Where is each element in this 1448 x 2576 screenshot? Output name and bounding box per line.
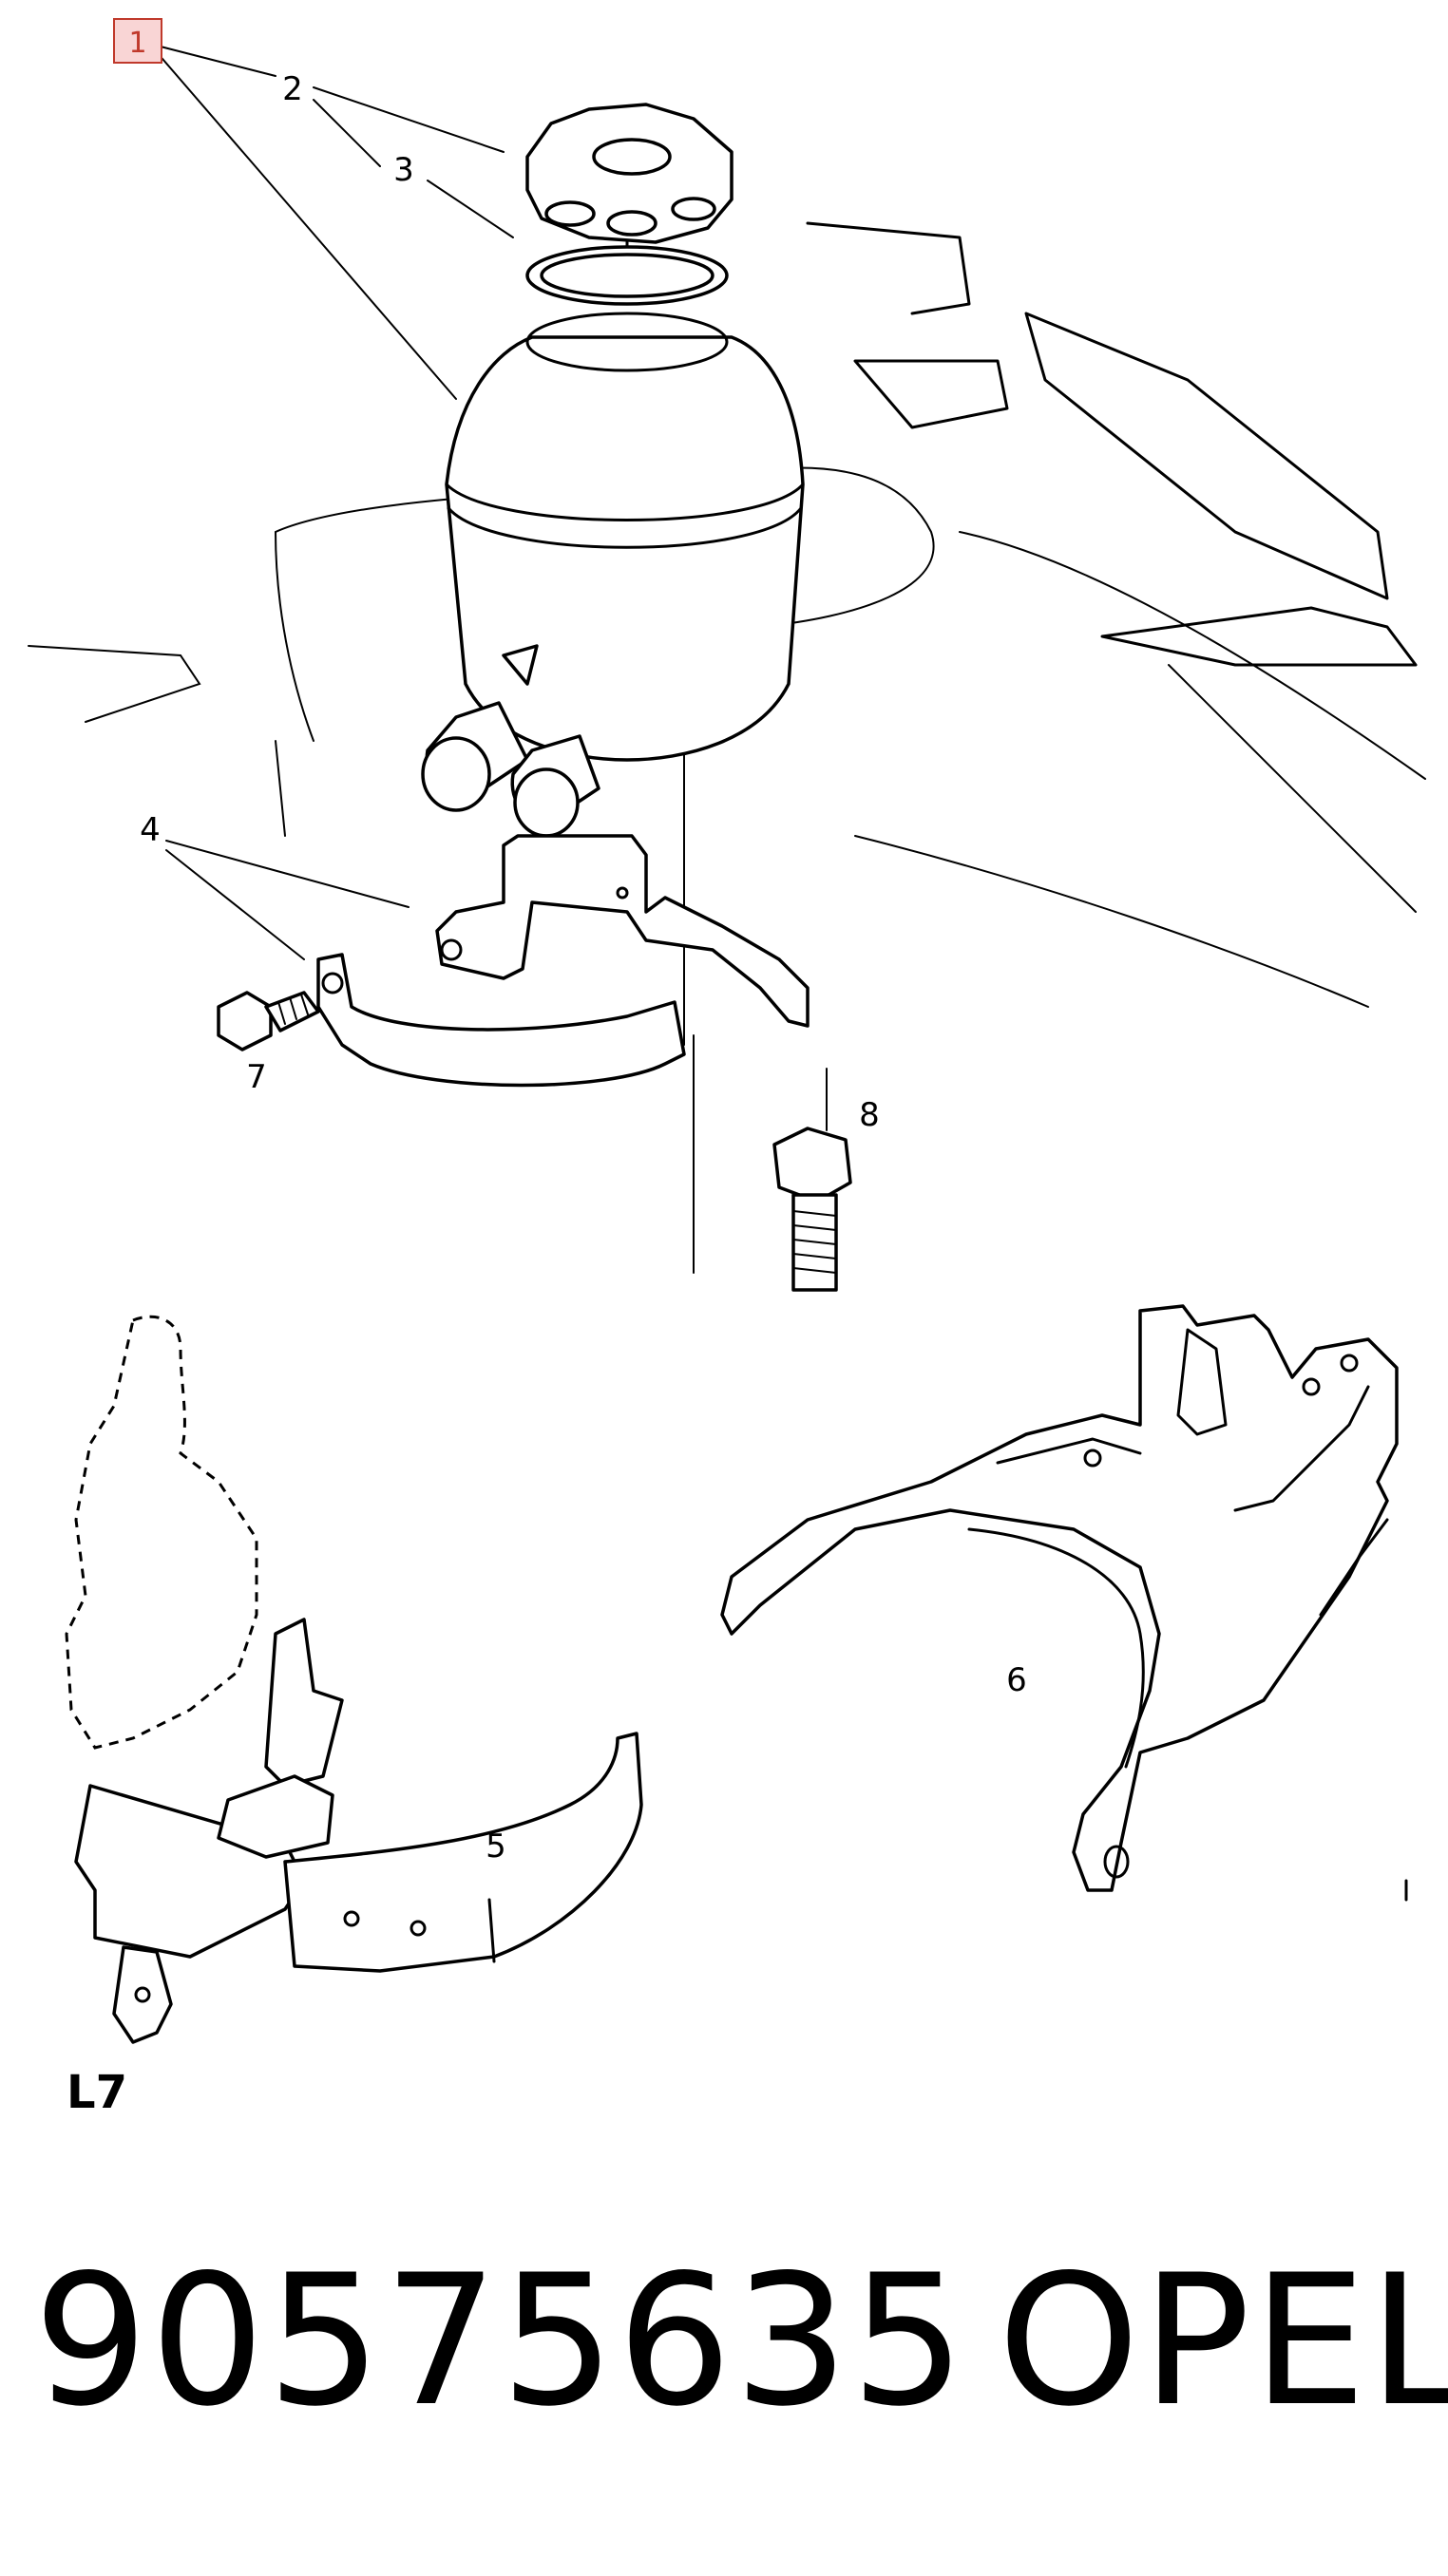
part-number: 90575635 xyxy=(33,2236,968,2446)
fluid-reservoir xyxy=(421,312,805,838)
callout-box xyxy=(113,18,162,64)
reservoir-cap xyxy=(525,103,734,292)
seal-ring xyxy=(525,245,729,306)
small-bolt xyxy=(217,991,320,1051)
large-bolt xyxy=(772,1068,852,1292)
callout-8: 8 xyxy=(859,1096,880,1134)
callout-1: 1 xyxy=(128,27,146,60)
vehicle-body-outline xyxy=(28,221,1426,1274)
callout-7: 7 xyxy=(246,1058,267,1096)
callout-5: 5 xyxy=(486,1828,506,1866)
brand-name: OPEL xyxy=(998,2236,1448,2446)
callout-4: 4 xyxy=(140,811,161,849)
callout-2: 2 xyxy=(282,70,303,108)
clamp-strap-upper xyxy=(435,834,810,1028)
callout-3: 3 xyxy=(393,151,414,189)
leader-lines xyxy=(156,45,514,960)
mounting-bracket-with-clamp xyxy=(65,1315,643,2044)
clamp-strap-lower xyxy=(316,953,686,1088)
callout-6: 6 xyxy=(1006,1661,1027,1699)
figure-reference-label: L7 xyxy=(67,2066,127,2119)
callout-labels: 1 2 3 4 5 6 7 8 xyxy=(113,18,1027,1866)
fork-bracket xyxy=(720,1304,1408,1902)
